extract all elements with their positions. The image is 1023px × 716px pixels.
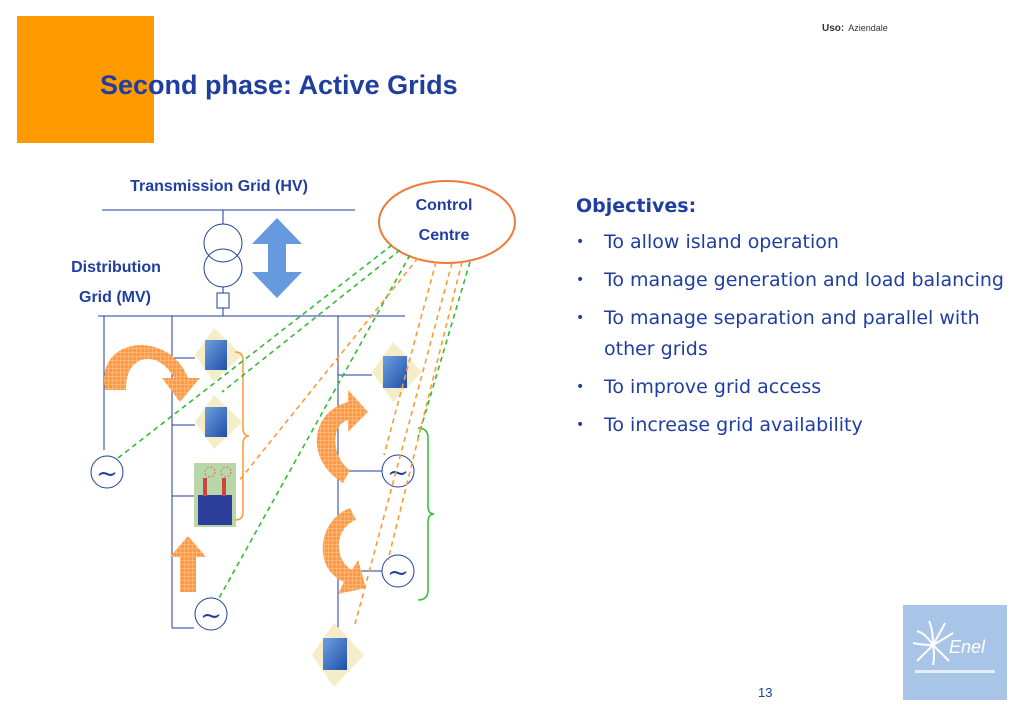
control-centre-label: Control — [416, 197, 473, 214]
generator-symbol: ~ — [200, 601, 222, 631]
orange-signal-lines — [237, 257, 463, 629]
curved-arrow-icon — [322, 508, 366, 594]
double-arrow-icon — [252, 218, 302, 298]
list-item: •To allow island operation — [576, 231, 839, 253]
building-icon — [195, 395, 242, 449]
list-item: •To manage generation and load balancing — [576, 269, 1004, 291]
enel-logo: Enel — [903, 605, 1007, 700]
generator-symbol: ~ — [96, 459, 118, 489]
page-number: 13 — [758, 685, 773, 700]
curved-arrow-icon — [104, 345, 200, 402]
transformer-coil-bottom — [203, 248, 243, 288]
building-icon — [312, 623, 364, 687]
list-item: •To manage separation and parallel with … — [576, 307, 980, 360]
green-signal-lines — [117, 244, 471, 601]
objectives-list: •To allow island operation •To manage ge… — [576, 227, 1006, 441]
generator-right-top-icon — [381, 454, 415, 488]
distribution-grid-label: Distribution — [71, 259, 161, 276]
transformer-coil-top — [203, 223, 243, 263]
brace-left — [234, 351, 250, 521]
list-item: •To increase grid availability — [576, 414, 863, 436]
generator-left-icon — [90, 455, 124, 489]
generator-symbol: ~ — [387, 558, 409, 588]
factory-icon — [194, 463, 236, 527]
brace-right — [417, 427, 435, 601]
generator-bottom-icon — [194, 597, 228, 631]
list-item: •To improve grid access — [576, 376, 822, 398]
objectives-heading: Objectives: — [576, 195, 697, 217]
control-centre-label: Centre — [419, 227, 470, 244]
usage-label: Uso:Aziendale — [822, 23, 888, 34]
generator-symbol: ~ — [387, 458, 409, 488]
orange-decor-block — [17, 16, 154, 143]
page-title: Second phase: Active Grids — [100, 70, 458, 100]
control-centre-ellipse — [378, 180, 516, 264]
building-icon — [372, 342, 422, 402]
enel-sun-icon: Enel — [912, 620, 995, 673]
transmission-grid-label: Transmission Grid (HV) — [130, 178, 308, 195]
distribution-grid-label: Grid (MV) — [79, 289, 151, 306]
building-icon — [195, 328, 242, 382]
up-arrow-icon — [170, 536, 206, 592]
grid-diagram: ~ ~ ~ ~ — [71, 178, 516, 687]
generator-right-bottom-icon — [381, 554, 415, 588]
objectives-panel: Objectives: •To allow island operation •… — [576, 195, 1006, 448]
curved-arrow-icon — [316, 390, 368, 483]
breaker-symbol — [216, 292, 230, 309]
svg-text:Enel: Enel — [949, 637, 986, 657]
